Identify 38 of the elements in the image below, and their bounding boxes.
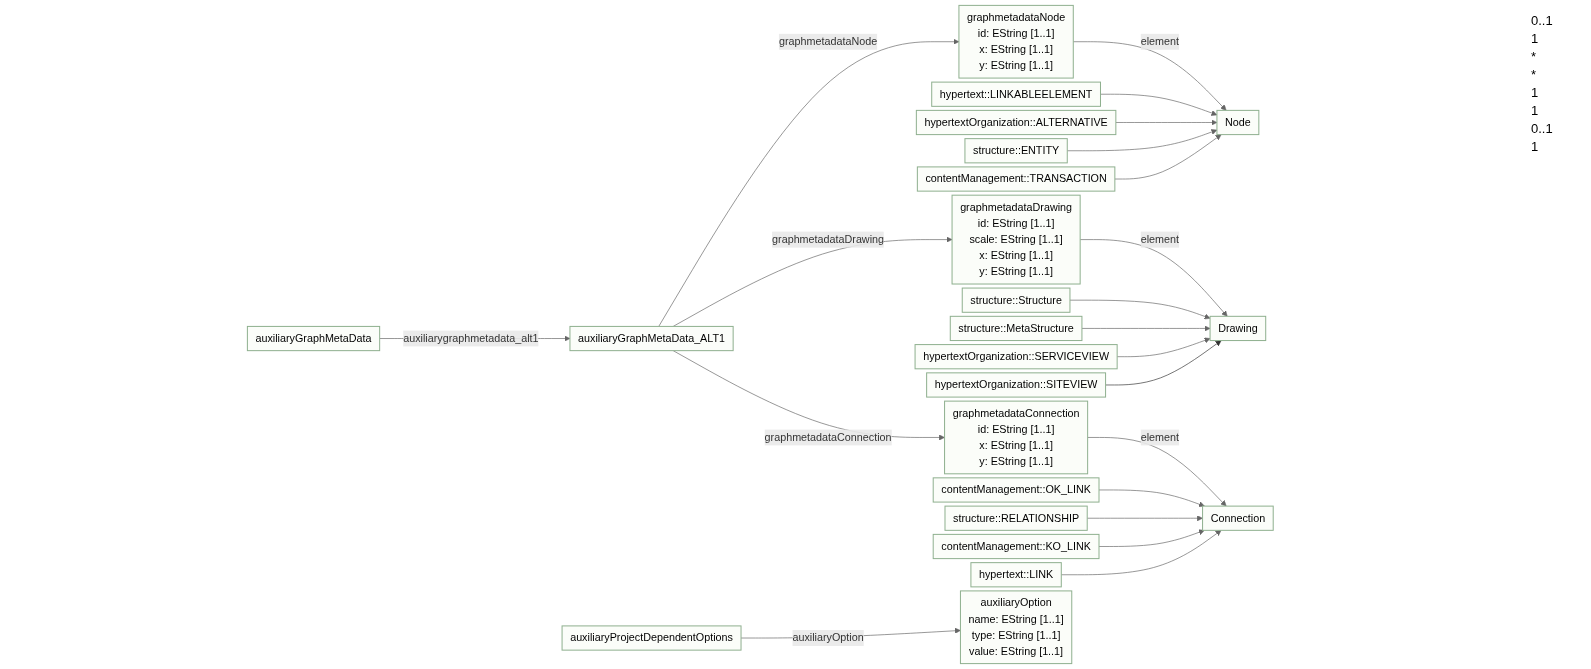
node-box: hypertextOrganization::SERVICEVIEW bbox=[914, 344, 1118, 370]
edge-label: element bbox=[1140, 431, 1180, 443]
node-box: auxiliaryGraphMetaData_ALT1 bbox=[569, 325, 734, 352]
multiplicity-label: * bbox=[1531, 67, 1538, 82]
edge-label: element bbox=[1140, 233, 1180, 245]
multiplicity-label: 0..1 bbox=[1531, 121, 1554, 136]
multiplicity-label: * bbox=[1531, 49, 1538, 64]
node-box: contentManagement::KO_LINK bbox=[932, 533, 1100, 560]
node-box: auxiliaryProjectDependentOptions bbox=[561, 625, 742, 651]
node-box: graphmetadataDrawing id: EString [1..1] scale: EString [1..1] x: EString [1..1] y: EString [1..1] bbox=[951, 194, 1081, 285]
node-box: hypertext::LINKABLEELEMENT bbox=[931, 81, 1102, 107]
node-box: structure::RELATIONSHIP bbox=[944, 505, 1088, 531]
multiplicity-label: 1 bbox=[1531, 103, 1540, 118]
node-box: contentManagement::OK_LINK bbox=[932, 477, 1100, 503]
edge-label: graphmetadataConnection bbox=[764, 431, 892, 443]
multiplicity-label: 1 bbox=[1531, 31, 1540, 46]
multiplicity-label: 0..1 bbox=[1531, 13, 1554, 28]
node-box: hypertextOrganization::SITEVIEW bbox=[926, 372, 1107, 398]
edge-label: graphmetadataNode bbox=[779, 35, 878, 48]
edge-label: graphmetadataDrawing bbox=[772, 233, 885, 245]
node-box: structure::ENTITY bbox=[964, 138, 1068, 164]
edge-label: auxiliaryOption bbox=[792, 631, 864, 644]
multiplicity-label: 1 bbox=[1531, 139, 1540, 154]
edge-label: auxiliarygraphmetadata_alt1 bbox=[403, 332, 539, 344]
node-box: Node bbox=[1216, 109, 1260, 136]
node-box: contentManagement::TRANSACTION bbox=[917, 166, 1116, 192]
node-box: structure::MetaStructure bbox=[949, 315, 1083, 342]
multiplicity-label: 1 bbox=[1531, 85, 1540, 100]
node-box: graphmetadataNode id: EString [1..1] x: EString [1..1] y: EString [1..1] bbox=[958, 4, 1074, 79]
node-box: auxiliaryGraphMetaData bbox=[247, 325, 381, 352]
node-box: auxiliaryOption name: EString [1..1] type: EString [1..1] value: EString [1..1] bbox=[960, 590, 1073, 665]
node-box: hypertextOrganization::ALTERNATIVE bbox=[916, 109, 1117, 136]
node-box: graphmetadataConnection id: EString [1..1] x: EString [1..1] y: EString [1..1] bbox=[944, 400, 1089, 475]
node-box: structure::Structure bbox=[961, 287, 1071, 313]
node-box: Drawing bbox=[1209, 315, 1267, 342]
node-box: Connection bbox=[1202, 505, 1274, 531]
node-box: hypertext::LINK bbox=[970, 562, 1062, 588]
edge-label: element bbox=[1140, 35, 1180, 48]
